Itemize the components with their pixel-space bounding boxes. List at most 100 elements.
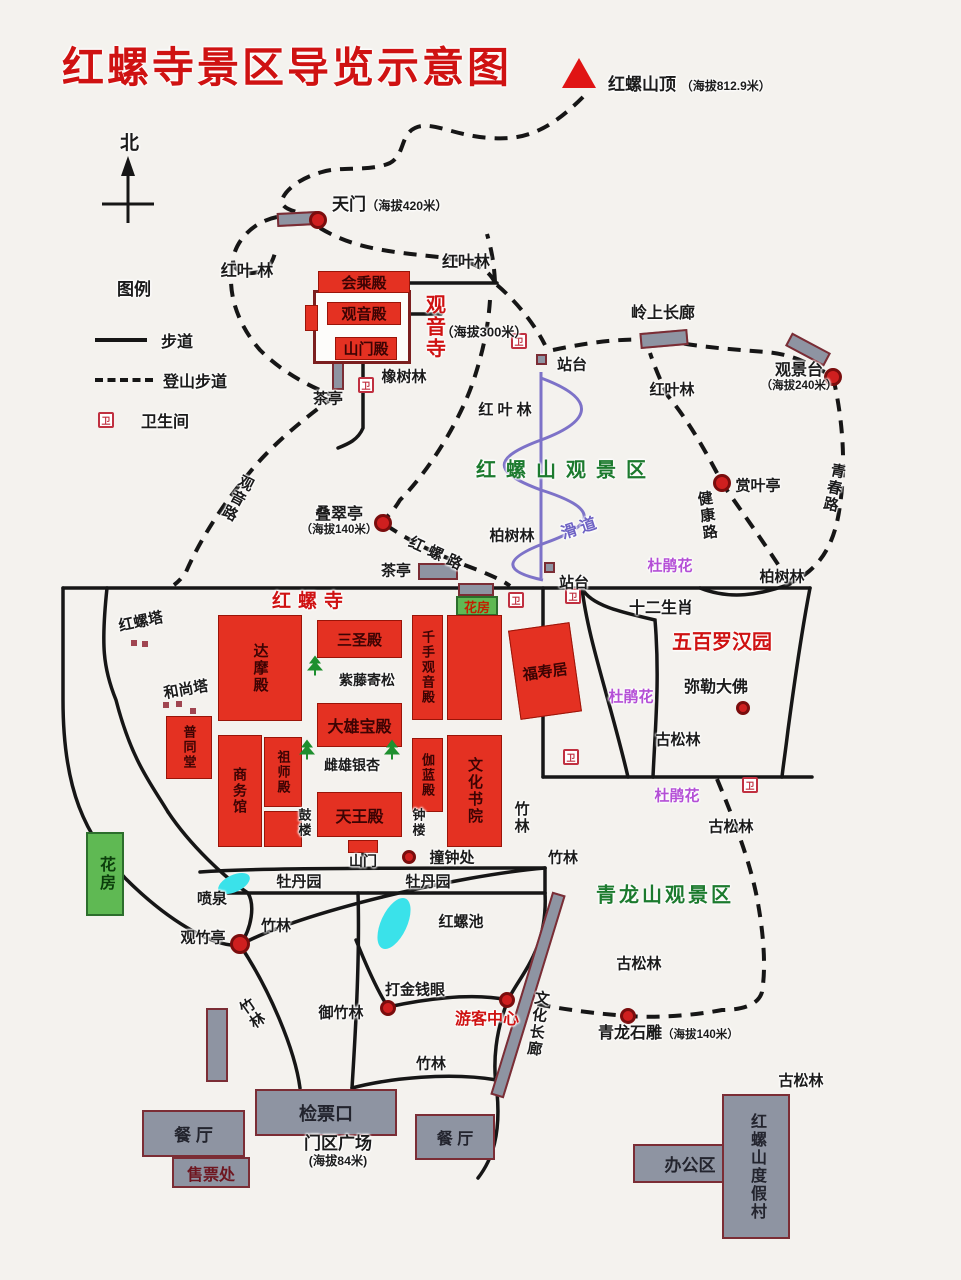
label-text: 观音寺 [422, 294, 445, 360]
map-label: 茶亭 [381, 562, 411, 579]
toilet-icon: 卫 [508, 592, 524, 608]
legend-toilet-label: 卫生间 [141, 414, 190, 431]
mountain-peak-icon [562, 58, 596, 88]
page-title: 红螺寺景区导览示意图 [62, 44, 513, 91]
building-label: 花房 [97, 856, 114, 892]
map-label: 山门 [349, 853, 377, 869]
pine-tree-icon [384, 739, 400, 765]
toboggan-slide-path [503, 372, 586, 582]
hall-label: 千手观音殿 [420, 630, 435, 705]
label-text: （海拔300米） [440, 324, 528, 340]
temple-hall: 会乘殿 [318, 271, 410, 293]
hall-label: 观音殿 [341, 306, 387, 323]
map-label: 观竹亭 [180, 929, 225, 946]
label-elevation: （海拔140米） [662, 1028, 739, 1041]
summit-label: 红螺山顶 （海拔812.9米） [608, 70, 771, 95]
temple-hall: 三圣殿 [317, 620, 402, 658]
map-label: 紫藤寄松 [339, 672, 395, 688]
pagoda-dot-icon [131, 640, 137, 646]
toilet-icon: 卫 [565, 588, 581, 604]
label-text: 赏叶亭 [735, 477, 781, 495]
toilet-icon: 卫 [563, 749, 579, 765]
label-text: 茶亭 [380, 562, 412, 580]
map-label: 古松林 [616, 955, 661, 972]
building-gray: 售票处 [172, 1157, 250, 1188]
label-text: 茶亭 [312, 390, 344, 408]
label-text: 古松林 [616, 955, 662, 973]
label-elevation: （海拔140米） [300, 524, 378, 537]
label-text: 竹林 [547, 849, 579, 867]
map-label: 岭上长廊 [631, 305, 695, 323]
map-label: 杜鹃花 [647, 557, 692, 574]
label-text: 红叶林 [649, 381, 695, 399]
label-text: 古松林 [708, 818, 754, 836]
map-label: 喷泉 [197, 890, 227, 907]
north-arrow: 北 [98, 128, 160, 233]
building-gray: 餐 厅 [142, 1110, 245, 1157]
building-gray: 餐 厅 [415, 1114, 495, 1160]
map-label: 雌雄银杏 [324, 757, 380, 773]
temple-hall: 观音殿 [327, 302, 401, 325]
hall-label: 达摩殿 [251, 642, 269, 694]
map-label: 红叶 林 [221, 263, 273, 281]
toilet-icon: 卫 [511, 333, 527, 349]
label-text: 柏树林 [489, 527, 535, 545]
map-label: 茶亭 [313, 390, 343, 407]
hall-label: 天王殿 [335, 808, 384, 826]
north-label: 北 [120, 133, 140, 154]
hall-label: 文化书院 [466, 757, 483, 825]
map-label: 牡丹园 [405, 873, 450, 890]
map-label: 门区广场(海拔84米) [304, 1134, 372, 1168]
building-label: 红螺山度假村 [748, 1112, 765, 1221]
toilet-icon: 卫 [742, 777, 758, 793]
label-text: 竹林 [512, 800, 530, 835]
label-text: 岭上长廊 [630, 304, 696, 322]
map-label: 杜鹃花 [608, 688, 653, 705]
label-text: 观景台 [774, 362, 824, 380]
map-label: 站台 [559, 574, 589, 591]
toilet-icon: 卫 [358, 377, 374, 393]
temple-hall [447, 615, 502, 720]
legend-walkway-label: 步道 [161, 334, 194, 351]
label-text: 红螺池 [438, 913, 484, 931]
map-label: 赏叶亭 [735, 477, 780, 494]
legend-item-toilet: 卫 卫生间 [95, 408, 227, 432]
map-label: 叠翠亭（海拔140米） [301, 506, 378, 538]
hall-label: 大雄宝殿 [327, 719, 392, 736]
map-label: 观景台（海拔240米） [761, 362, 838, 394]
label-text: 十二生肖 [628, 599, 694, 617]
label-text: 竹林 [260, 917, 292, 935]
map-label: 站台 [557, 356, 587, 373]
map-label: 红叶林 [442, 254, 490, 272]
map-label: 青龙山观景区 [596, 885, 734, 908]
temple-hall [264, 811, 302, 847]
label-text: 喷泉 [196, 890, 228, 908]
corridor-bar [418, 563, 458, 580]
corridor-bar [332, 360, 344, 390]
label-text: 橡树林 [381, 368, 427, 386]
summit-elevation: （海拔812.9米） [680, 79, 771, 93]
map-label: 天门（海拔420米） [332, 195, 448, 215]
label-text: 打金钱眼 [384, 981, 446, 999]
label-text: 观竹亭 [180, 929, 226, 947]
dashed-line-icon [95, 378, 153, 382]
map-label: 五百罗汉园 [672, 632, 772, 655]
map-label: 红 叶 林 [478, 401, 531, 418]
temple-hall: 福寿居 [508, 622, 582, 720]
solid-line-icon [95, 338, 147, 342]
label-text: 天门 [332, 195, 366, 215]
label-text: 古松林 [655, 731, 701, 749]
map-label: 钟楼 [410, 808, 425, 842]
hall-label: 会乘殿 [341, 274, 387, 292]
map-label: 竹林 [512, 800, 530, 839]
hall-label: 祖师殿 [275, 749, 291, 795]
map-label: 红螺山观景区 [476, 460, 656, 483]
pagoda-dot-icon [142, 641, 148, 647]
map-label: 杜鹃花 [654, 787, 699, 804]
hall-label: 三圣殿 [336, 631, 382, 649]
building-label: 办公区 [664, 1156, 716, 1175]
map-label: 橡树林 [381, 368, 426, 385]
pagoda-dot-icon [176, 701, 182, 707]
